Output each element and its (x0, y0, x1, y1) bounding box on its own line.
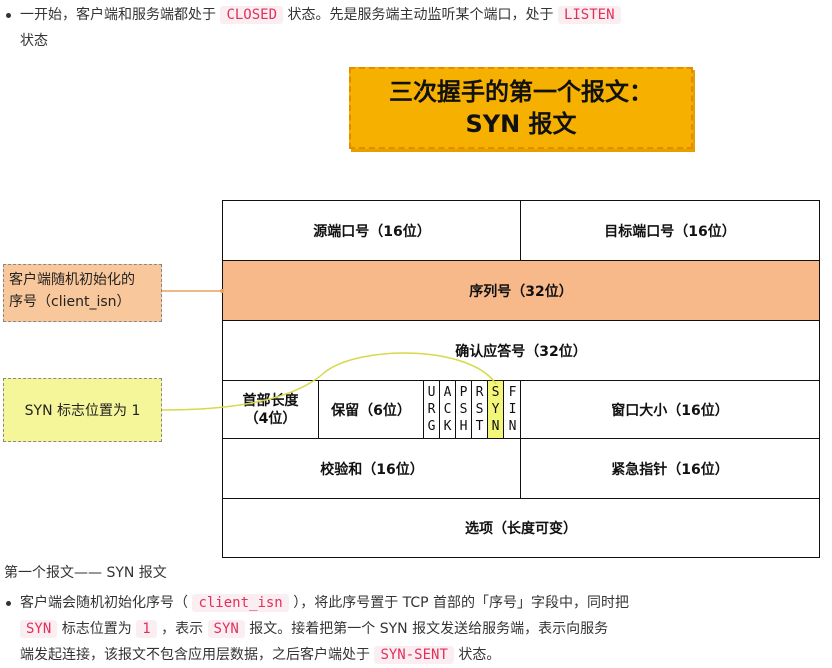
flag-letter: U (427, 385, 436, 400)
flag-letter: S (459, 402, 468, 417)
detail-text: ，表示 (161, 621, 204, 637)
one-code: 1 (136, 620, 157, 638)
ack-field: 确认应答号（32位） (222, 320, 820, 381)
figure-title: 三次握手的第一个报文： SYN 报文 (349, 67, 693, 149)
bullet-dot (6, 601, 11, 606)
flag-letter: N (491, 419, 500, 434)
intro-text: 状态 (20, 33, 48, 49)
window-field: 窗口大小（16位） (520, 380, 820, 439)
header-length-label: 首部长度 (242, 392, 299, 409)
listen-code: LISTEN (557, 6, 621, 24)
bullet-dot (6, 13, 11, 18)
header-length-bits: （4位） (244, 410, 297, 427)
client-isn-code: client_isn (192, 594, 289, 612)
options-field: 选项（长度可变） (222, 498, 820, 558)
client-isn-note-line1: 客户端随机初始化的 (9, 272, 135, 288)
detail-paragraph: 客户端会随机初始化序号（ client_isn ），将此序号置于 TCP 首部的… (6, 590, 820, 668)
flag-letter: R (427, 402, 436, 417)
detail-text: 客户端会随机初始化序号（ (20, 595, 188, 611)
dst-port-field: 目标端口号（16位） (520, 200, 820, 261)
detail-text: 报文。接着把第一个 SYN 报文发送给服务端，表示向服务 (249, 621, 609, 637)
syn-code: SYN (20, 620, 58, 638)
checksum-field: 校验和（16位） (222, 438, 522, 499)
flag-letter: G (427, 419, 436, 434)
flag-letter: T (475, 419, 484, 434)
flag-letter: H (459, 419, 468, 434)
closed-code: CLOSED (220, 6, 284, 24)
reserved-field: 保留（6位） (318, 380, 424, 439)
flag-letter: A (443, 385, 452, 400)
intro-text: 一开始，客户端和服务端都处于 (20, 7, 216, 23)
intro-paragraph: 一开始，客户端和服务端都处于 CLOSED 状态。先是服务端主动监听某个端口，处… (6, 2, 820, 54)
flag-letter: I (508, 402, 517, 417)
urgent-pointer-field: 紧急指针（16位） (520, 438, 820, 499)
intro-text: 状态。先是服务端主动监听某个端口，处于 (287, 7, 554, 23)
syn-flag-note-text: SYN 标志位置为 1 (24, 403, 141, 419)
client-isn-note: 客户端随机初始化的 序号（client_isn） (3, 264, 162, 322)
seq-field: 序列号（32位） (222, 260, 820, 321)
flag-letter: Y (491, 402, 500, 417)
flag-letter: N (508, 419, 517, 434)
flag-letter: S (475, 402, 484, 417)
figure-caption: 第一个报文—— SYN 报文 (4, 565, 167, 581)
src-port-field: 源端口号（16位） (222, 200, 522, 261)
client-isn-note-line2: 序号（client_isn） (9, 294, 131, 310)
detail-text: 标志位置为 (61, 621, 132, 637)
syn-flag-note: SYN 标志位置为 1 (3, 378, 162, 442)
flag-letter: C (443, 402, 452, 417)
flag-letter: S (491, 385, 500, 400)
syn-code: SYN (207, 620, 245, 638)
flag-letter: P (459, 385, 468, 400)
detail-text: 端发起连接，该报文不包含应用层数据，之后客户端处于 (20, 647, 370, 663)
flag-letter: F (508, 385, 517, 400)
flag-letter: K (443, 419, 452, 434)
flag-letter: R (475, 385, 484, 400)
header-length-field: 首部长度 （4位） (222, 380, 319, 439)
detail-text: 状态。 (458, 647, 501, 663)
syn-sent-code: SYN-SENT (374, 646, 454, 664)
figure-title-line2: SYN 报文 (465, 110, 577, 138)
figure-title-line1: 三次握手的第一个报文： (389, 78, 653, 106)
detail-text: ），将此序号置于 TCP 首部的「序号」字段中，同时把 (293, 595, 630, 611)
